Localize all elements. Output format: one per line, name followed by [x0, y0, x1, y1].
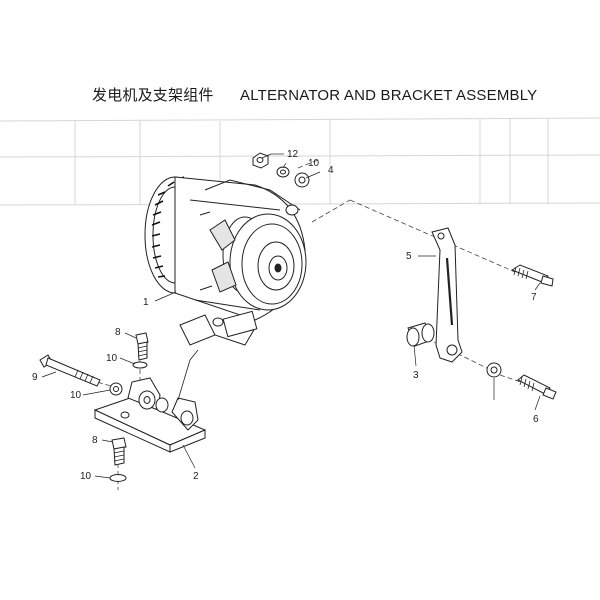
bolt-part-6 [517, 374, 557, 400]
callout-8-lower: 8 [92, 435, 98, 446]
title-chinese: 发电机及支架组件 [92, 87, 214, 104]
mounting-bracket-part-2 [93, 349, 207, 453]
long-bolt-part-9 [39, 354, 101, 387]
callout-11: 12 [287, 149, 299, 160]
callout-10-top: 10 [308, 158, 320, 169]
callout-9: 9 [32, 372, 38, 383]
callout-10-upper: 10 [106, 353, 118, 364]
sleeve-part-3 [406, 322, 435, 347]
callout-numbers: 12 10 4 5 7 1 8 10 9 10 3 6 2 8 10 [32, 149, 539, 482]
bleed-through-table [0, 117, 600, 206]
washer-part-10-left [109, 382, 123, 396]
callout-8-upper: 8 [115, 327, 121, 338]
callout-2: 2 [193, 471, 199, 482]
callout-10-lower: 10 [80, 471, 92, 482]
callout-6: 6 [533, 414, 539, 425]
callout-5: 5 [406, 251, 412, 262]
alternator-part-1 [144, 176, 307, 346]
callout-1: 1 [143, 297, 149, 308]
nut-part-11 [252, 152, 269, 169]
callout-7: 7 [531, 292, 537, 303]
spacer-part-4 [294, 172, 310, 188]
leader-lines [41, 153, 541, 479]
bolt-part-7 [510, 264, 554, 287]
bolt-part-8-upper [135, 332, 149, 361]
washer-part-10-top [276, 166, 290, 178]
adjusting-bracket-part-5 [431, 227, 463, 363]
washer-part-12 [486, 362, 502, 378]
diagram-title: 发电机及支架组件 ALTERNATOR AND BRACKET ASSEMBLY [92, 84, 537, 105]
bolt-part-8-lower [111, 437, 127, 466]
callout-3: 3 [413, 370, 419, 381]
callout-4: 4 [328, 165, 334, 176]
washer-part-10-upper [132, 361, 148, 369]
washer-part-10-lower [109, 474, 127, 482]
title-english: ALTERNATOR AND BRACKET ASSEMBLY [239, 87, 538, 104]
callout-10-left: 10 [70, 390, 82, 401]
